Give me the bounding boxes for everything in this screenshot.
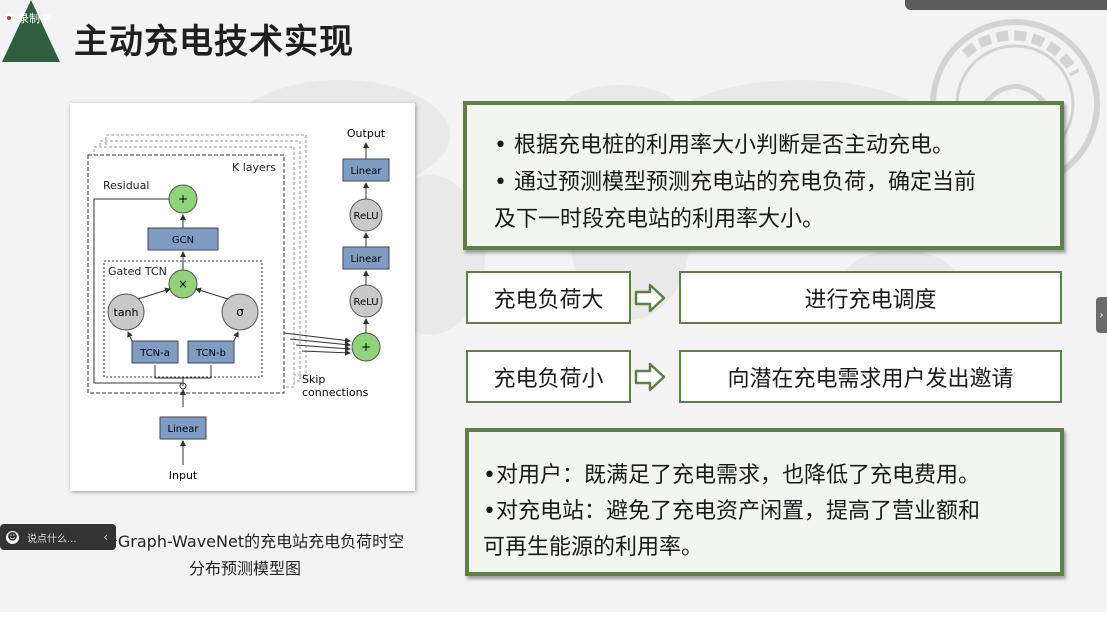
record-icon: [4, 13, 14, 23]
gate-multiply-symbol: ×: [178, 277, 188, 291]
emoji-icon[interactable]: ☻: [6, 530, 19, 544]
diagram-caption: 基于Graph-WaveNet的充电站充电负荷时空 分布预测模型图: [60, 528, 430, 582]
benefits-textbox: •对用户：既满足了充电需求，也降低了充电费用。 •对充电站：避免了充电资产闲置，…: [465, 428, 1064, 576]
relu-label-bottom: ReLU: [353, 297, 378, 308]
judgement-line-3: 及下一时段充电站的利用率大小。: [494, 207, 825, 232]
benefit-line-2: •对充电站：避免了充电资产闲置，提高了营业额和: [483, 499, 980, 524]
collapse-chevron-icon[interactable]: ‹: [103, 530, 108, 544]
high-load-action: 进行充电调度: [679, 271, 1062, 324]
corner-triangle-decoration: [2, 0, 60, 62]
output-label: Output: [347, 127, 386, 140]
low-load-action: 向潜在充电需求用户发出邀请: [679, 350, 1062, 403]
chat-placeholder[interactable]: 说点什么...: [27, 533, 77, 545]
skip-label-2: connections: [302, 386, 369, 399]
chat-input-pill[interactable]: ☻ 说点什么... ‹: [0, 524, 116, 550]
input-linear-label: Linear: [167, 424, 199, 435]
tcn-a-label: TCN-a: [139, 348, 170, 359]
side-panel-toggle[interactable]: ›: [1096, 297, 1107, 333]
sigma-label: σ: [236, 305, 244, 319]
high-load-condition: 充电负荷大: [466, 271, 631, 324]
bottom-strip: [0, 612, 1107, 618]
skip-sum-symbol: +: [361, 340, 371, 354]
residual-add-symbol: +: [178, 192, 188, 206]
gated-tcn-label: Gated TCN: [108, 265, 167, 278]
low-load-condition: 充电负荷小: [466, 350, 631, 403]
residual-label: Residual: [103, 179, 149, 192]
input-linear-block: [159, 416, 207, 440]
sigma-node: [221, 293, 259, 331]
benefit-line-1: •对用户：既满足了充电需求，也降低了充电费用。: [483, 463, 980, 488]
caption-line-1: 基于Graph-WaveNet的充电站充电负荷时空: [85, 532, 405, 551]
top-toolbar[interactable]: [905, 0, 1107, 10]
slide-title: 主动充电技术实现: [74, 22, 354, 62]
k-layers-label: K layers: [232, 161, 276, 174]
graph-wavenet-diagram: K layers Residual Gated TCN + GCN × tanh…: [87, 127, 390, 482]
mid-linear-label: Linear: [350, 254, 382, 265]
recording-badge-label: 录制中: [18, 12, 51, 25]
judgement-line-2: • 通过预测模型预测充电站的充电负荷，确定当前: [494, 170, 976, 195]
arrow-right-icon: [634, 362, 666, 392]
benefit-line-3: 可再生能源的利用率。: [483, 535, 704, 560]
tcn-b-label: TCN-b: [195, 348, 226, 359]
tcn-b-block: [187, 340, 235, 364]
judgement-textbox: • 根据充电桩的利用率大小判断是否主动充电。 • 通过预测模型预测充电站的充电负…: [463, 101, 1064, 250]
caption-line-2: 分布预测模型图: [188, 559, 301, 578]
tcn-a-block: [131, 340, 179, 364]
recording-badge: 录制中: [4, 10, 51, 26]
relu-label-top: ReLU: [353, 211, 378, 222]
tanh-label: tanh: [114, 306, 139, 319]
model-diagram: K layers Residual Gated TCN + GCN × tanh…: [70, 103, 415, 491]
gcn-label: GCN: [172, 235, 194, 246]
skip-label-1: Skip: [302, 373, 325, 386]
tanh-node: [107, 293, 145, 331]
arrow-right-icon: [634, 283, 666, 313]
output-linear-label: Linear: [350, 166, 382, 177]
input-label: Input: [169, 469, 198, 482]
judgement-line-1: • 根据充电桩的利用率大小判断是否主动充电。: [494, 133, 954, 158]
